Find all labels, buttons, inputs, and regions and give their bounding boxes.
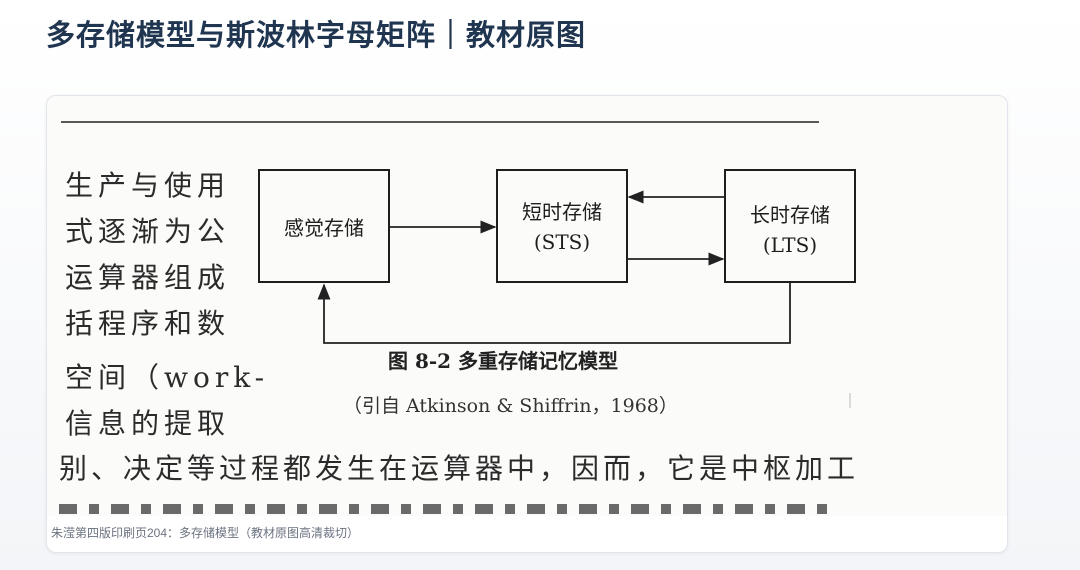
sts-label-en: (STS) [534, 230, 590, 254]
sensory-store-box [258, 169, 390, 283]
cropped-text-line [59, 496, 839, 516]
side-text-line-4: 括程序和数 [65, 307, 231, 340]
image-card: 感觉存储 短时存储 (STS) 长时存储 (LTS) 图 8-2 多重存储记忆模… [46, 95, 1008, 553]
sensory-store-label: 感觉存储 [284, 216, 364, 240]
figure-caption: 图 8-2 多重存储记忆模型 [388, 349, 618, 373]
figure-source: （引自 Atkinson & Shiffrin，1968） [343, 395, 678, 417]
lts-label-en: (LTS) [763, 233, 817, 257]
arrow-lts-feedback-to-sensory [317, 282, 791, 344]
image-caption: 朱滢第四版印刷页204：多存储模型（教材原图高清裁切） [51, 526, 360, 540]
lts-label-cn: 长时存储 [750, 203, 830, 227]
side-text-line-2: 式逐渐为公 [65, 215, 231, 248]
body-text-line: 别、决定等过程都发生在运算器中，因而，它是中枢加工 [59, 452, 860, 485]
side-text-line-6: 信息的提取 [65, 407, 231, 440]
side-text-line-3: 运算器组成 [65, 261, 231, 294]
side-text-line-1: 生产与使用 [65, 169, 231, 202]
sts-box [496, 169, 628, 283]
memory-model-diagram: 感觉存储 短时存储 (STS) 长时存储 (LTS) 图 8-2 多重存储记忆模… [61, 121, 856, 417]
sts-label-cn: 短时存储 [522, 200, 602, 224]
page-title: 多存储模型与斯波林字母矩阵｜教材原图 [46, 18, 587, 52]
textbook-scan-image: 感觉存储 短时存储 (STS) 长时存储 (LTS) 图 8-2 多重存储记忆模… [47, 96, 1007, 516]
side-text-line-5: 空间（work- [65, 361, 270, 394]
